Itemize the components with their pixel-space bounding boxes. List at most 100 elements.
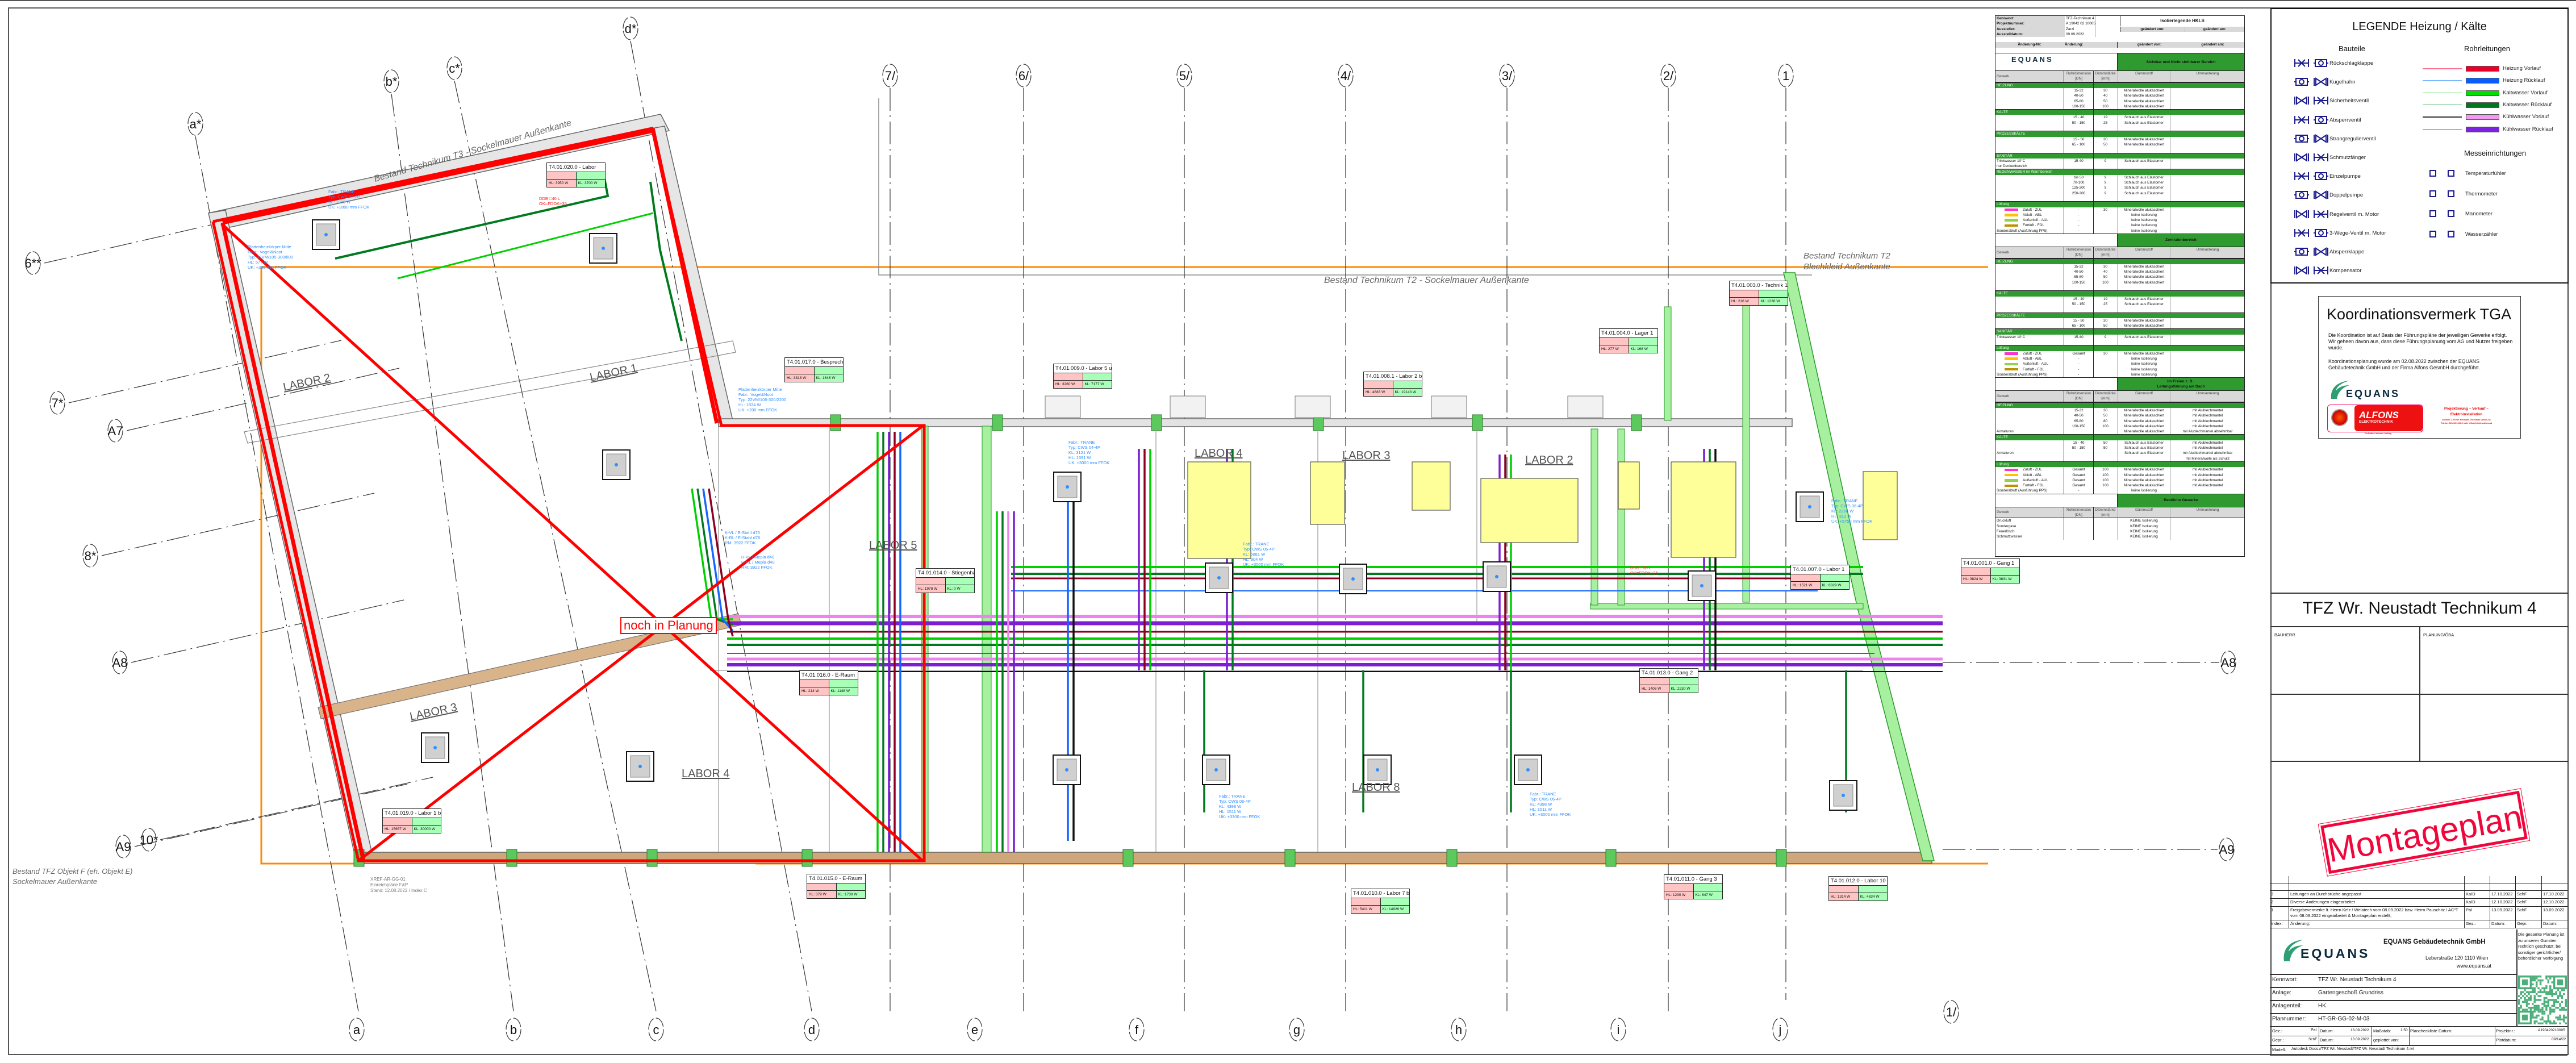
grid-bubble-circle [49, 391, 65, 415]
three-way-valve-icon [2312, 227, 2329, 241]
insulation-cell [2170, 218, 2244, 223]
insulation-cell: Mineralwolle alukaschiert [2117, 280, 2170, 286]
insulation-group-band: REGENWASSER im Warmbereich [1995, 169, 2244, 175]
insulation-cell [1995, 93, 2064, 98]
insulation-cell [2170, 301, 2244, 307]
title-block-column [2270, 284, 2569, 1054]
cell-text: Außenluft - AUL [2023, 218, 2049, 223]
insulation-cell: - [2064, 207, 2093, 212]
insulation-cell [1995, 142, 2064, 147]
wall-green-hatched [1742, 295, 1750, 603]
insulation-cell: - [2064, 488, 2093, 494]
grid-bubble-label: A9 [116, 840, 131, 854]
insulation-cell: Schlauch aus Elastomer [2117, 174, 2170, 181]
grid-bubble-bottom: g [1289, 1018, 1305, 1041]
insulation-cell: keine Isolierung [2117, 212, 2170, 218]
window-grille [1567, 395, 1604, 418]
annotation-text: DDB □30 L [1630, 565, 1651, 570]
fan-coil-unit [1053, 754, 1081, 785]
band-cell [2117, 461, 2170, 468]
cell-text: Schlauch aus Elastomer [2124, 446, 2164, 451]
insulation-cell [2093, 356, 2117, 362]
insulation-cell [2170, 351, 2244, 356]
insulation-cell: 100 [2093, 467, 2117, 473]
cell-text: Sonderabluft (Ausführung PPS) [1997, 372, 2048, 377]
revision-cell: 12.10.2022 [2543, 899, 2565, 904]
cell-text: keine Isolierung [2131, 367, 2157, 372]
cell-text: mit Alublechmantel [2192, 408, 2223, 412]
cell-text: 30 [2103, 351, 2108, 356]
pipe-line-thin [2423, 116, 2462, 118]
band-cell [2093, 131, 2117, 137]
insulation-cell [1995, 196, 2064, 201]
wall-wing-middle [244, 340, 736, 444]
annotation-text: HL: 577 W [248, 260, 268, 265]
insulation-cell [2117, 147, 2170, 153]
room-tag-title: T4.01.003.0 - Technik 1 [1730, 281, 1788, 290]
cell-text: 40-50 [2074, 414, 2084, 418]
insulation-cell [1995, 419, 2064, 424]
column-header: Dämmstoff [2117, 507, 2170, 518]
changed-by-label: geändert von: [2117, 42, 2181, 48]
legend-component-label: Kugelhahn [2329, 79, 2356, 86]
duct-color-swatch [2005, 224, 2018, 227]
block-title: Zentralenbereich [2117, 234, 2244, 247]
insulation-cell: Mineralwolle alukaschiert [2117, 408, 2170, 414]
insulation-cell [2170, 356, 2244, 362]
legend-component-label: Absperrventil [2329, 116, 2361, 123]
insulation-cell: mit Alublechmantel [2170, 472, 2244, 478]
insulation-row: Abluft - ABL-keine Isolierung [1995, 356, 2244, 362]
title-block-divider [2516, 929, 2517, 1026]
cell-text: Schlauch aus Elastomer [2124, 440, 2164, 445]
insulation-cell [2117, 285, 2170, 291]
cell-text: 100 [2102, 478, 2109, 482]
annotation-text: HL: 1391 W [1068, 455, 1092, 460]
insulation-cell: KEINE Isolierung [2117, 523, 2170, 529]
revision-cell: 3 [2270, 891, 2289, 898]
room-tag-cool-load: KL: 847 W [1693, 891, 1722, 899]
window-grille [1170, 395, 1206, 418]
info-value: TFZ-Technikum 4 [2066, 16, 2094, 20]
planung-label: PLANUNG/ÖBA [2423, 632, 2454, 637]
room-tag-cool-swatch [1820, 574, 1849, 581]
grid-bubble-label: 6** [24, 256, 41, 270]
insulation-cell [2064, 451, 2093, 456]
insulation-cell: 65-80 [2064, 98, 2093, 104]
insulation-group-band: PROZESSKÄLTE [1995, 312, 2244, 318]
insulation-cell: Abluft - ABL [1995, 212, 2064, 218]
insulation-cell [1995, 285, 2064, 290]
alfons-contact-block: Projektierung – Verkauf – Elektroinstall… [2424, 407, 2509, 424]
cell-text: Außenluft - AUL [2023, 362, 2049, 366]
model-value: Autodesk Docs://TFZ Wr. Neustadt/TFZ Wr.… [2291, 1047, 2414, 1051]
cell-text: Armaturen [1997, 451, 2014, 456]
band-cell [2093, 110, 2117, 115]
title-block-divider [2270, 1045, 2567, 1046]
cell-text: Schlauch aus Elastomer [2124, 191, 2164, 195]
column-header: Dämmstärke [mm] [2093, 247, 2117, 258]
insulation-cell [2170, 185, 2244, 191]
block-title-line: Im Freien z. B.: [2167, 380, 2195, 384]
room-name-label: LABOR 2 [282, 372, 331, 394]
insulation-cell: Mineralwolle alukaschiert [2117, 429, 2170, 435]
existing-outline-orange [260, 266, 1988, 865]
grid-bubble-circle [648, 1018, 664, 1041]
grid-bubble-label: d* [625, 22, 637, 36]
grid-bubble-circle [1943, 1000, 1959, 1024]
revision-cell: 13.09.2022 [2543, 907, 2565, 912]
insulation-cell [2064, 429, 2093, 435]
cell-text: 100 [2102, 473, 2109, 477]
room-tag-heat-load: HL: 214 W [800, 687, 829, 695]
insulation-cell: Sonderabluft (Ausführung PPS) [1995, 372, 2064, 377]
lab-equipment-area [1671, 461, 1736, 558]
grid-bubble-circle [882, 64, 898, 87]
grid-bubble-left: A8 [112, 651, 128, 674]
insulation-cell: keine Isolierung [2117, 372, 2170, 378]
band-cell [2117, 312, 2170, 318]
